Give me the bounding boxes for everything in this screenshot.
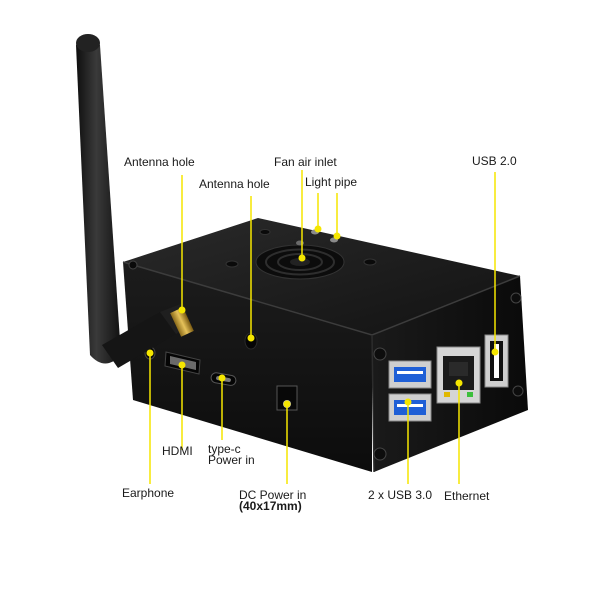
callout-dots — [146, 225, 499, 408]
label-antenna-hole-1: Antenna hole — [124, 155, 195, 169]
label-type-c-line2: Power in — [208, 453, 255, 467]
callout-lines — [149, 170, 496, 484]
label-dc-power-line2: (40x17mm) — [239, 499, 302, 513]
fan-vent — [255, 244, 345, 280]
usb-2-port — [484, 334, 509, 388]
label-light-pipe: Light pipe — [305, 175, 358, 189]
label-earphone: Earphone — [122, 486, 175, 500]
usb-3-ports — [388, 360, 432, 422]
label-type-c-line1: type-c — [208, 442, 241, 456]
label-usb-2: USB 2.0 — [472, 154, 517, 168]
ethernet-port — [436, 346, 481, 404]
label-hdmi: HDMI — [162, 444, 193, 458]
label-fan-air-inlet: Fan air inlet — [274, 155, 337, 169]
label-ethernet: Ethernet — [444, 489, 490, 503]
label-usb-3: 2 x USB 3.0 — [368, 488, 433, 502]
label-antenna-hole-2: Antenna hole — [199, 177, 270, 191]
label-dc-power-line1: DC Power in — [239, 488, 307, 502]
